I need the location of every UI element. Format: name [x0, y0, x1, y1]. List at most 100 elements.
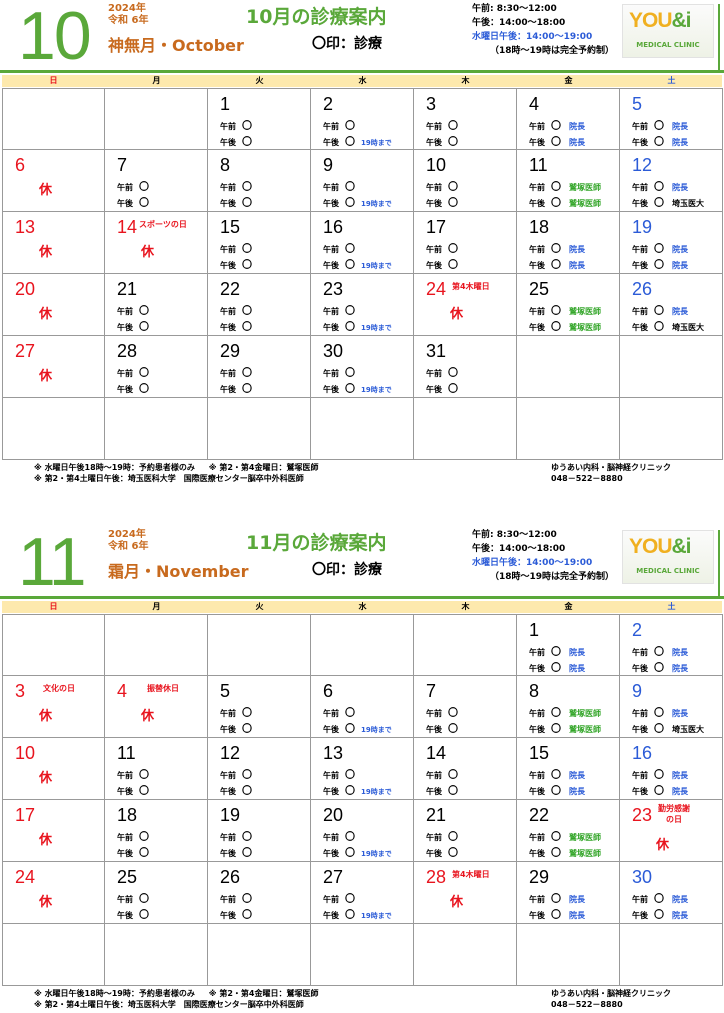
open-mark: 〇: [654, 786, 664, 797]
pm-label: 午後: [632, 261, 648, 270]
open-mark: 〇: [551, 832, 561, 843]
am-label: 午前: [220, 709, 236, 718]
am-label: 午前: [632, 307, 648, 316]
logo-mark: YOU&i: [629, 9, 692, 33]
am-label: 午前: [426, 833, 442, 842]
day-number: 11: [529, 155, 548, 175]
pm-row: 午後〇鷲塚医師: [529, 198, 601, 210]
open-mark: 〇: [139, 368, 149, 379]
am-row: 午前〇: [426, 121, 462, 133]
doctor-label: 院長: [672, 664, 688, 673]
am-row: 午前〇: [117, 832, 153, 844]
logo-mark: YOU&i: [629, 535, 692, 559]
open-mark: 〇: [139, 306, 149, 317]
empty-cell: [517, 336, 620, 398]
day-number: 13: [323, 743, 344, 763]
logo-subtitle: MEDICAL CLINIC: [636, 567, 700, 575]
open-mark: 〇: [551, 910, 561, 921]
am-label: 午前: [426, 369, 442, 378]
am-row: 午前〇院長: [632, 708, 688, 720]
open-mark: 〇: [654, 663, 664, 674]
footnote-friday: ※ 第2・第4金曜日：鷲塚医師: [208, 463, 319, 472]
am-row: 午前〇: [117, 368, 153, 380]
pm-label: 午後: [632, 664, 648, 673]
am-label: 午前: [323, 771, 339, 780]
open-mark: 〇: [448, 724, 458, 735]
open-mark: 〇: [448, 121, 458, 132]
month-name: 霜月・November: [108, 562, 249, 581]
day-number: 26: [220, 867, 241, 887]
holiday-note: 文化の日: [43, 684, 75, 693]
am-label: 午前: [220, 183, 236, 192]
closed-label: 休: [141, 245, 155, 260]
day-number: 4: [117, 681, 128, 701]
am-label: 午前: [632, 122, 648, 131]
open-mark: 〇: [654, 244, 664, 255]
month-name: 神無月・October: [108, 36, 244, 55]
pm-label: 午後: [323, 323, 339, 332]
am-label: 午前: [529, 709, 545, 718]
pm-label: 午後: [529, 261, 545, 270]
open-mark: 〇: [345, 848, 355, 859]
am-label: 午前: [323, 895, 339, 904]
doctor-label: 院長: [672, 771, 688, 780]
pm-row: 午後〇院長: [529, 260, 585, 272]
pm-row: 午後〇院長: [529, 910, 585, 922]
am-row: 午前〇: [323, 121, 359, 133]
pm-row: 午後〇院長: [632, 786, 688, 798]
pm-label: 午後: [220, 323, 236, 332]
hours-wed: 水曜日午後：14:00～19:00: [472, 32, 593, 42]
hours-note: 19時まで: [361, 788, 392, 796]
hours-reserve: （18時～19時は完全予約制）: [490, 46, 615, 56]
open-mark: 〇: [448, 786, 458, 797]
hours-note: 19時まで: [361, 262, 392, 270]
open-mark: 〇: [345, 368, 355, 379]
am-row: 午前〇: [220, 306, 256, 318]
am-row: 午前〇: [426, 708, 462, 720]
empty-cell: [414, 924, 517, 986]
open-mark: 〇: [654, 322, 664, 333]
day-number: 13: [15, 217, 36, 237]
pm-label: 午後: [220, 199, 236, 208]
day-number: 10: [426, 155, 447, 175]
pm-row: 午後〇院長: [632, 910, 688, 922]
open-mark: 〇: [345, 198, 355, 209]
hours-note: 19時まで: [361, 139, 392, 147]
pm-row: 午後〇院長: [632, 663, 688, 675]
holiday-note: 第4木曜日: [452, 870, 490, 879]
pm-label: 午後: [632, 138, 648, 147]
day-number: 12: [220, 743, 241, 763]
closed-label: 休: [141, 709, 155, 724]
open-mark: 〇: [345, 724, 355, 735]
pm-row: 午後〇: [426, 260, 462, 272]
empty-cell: [620, 336, 723, 398]
open-mark: 〇: [654, 647, 664, 658]
day-number: 21: [426, 805, 447, 825]
am-row: 午前〇: [117, 306, 153, 318]
open-mark: 〇: [139, 786, 149, 797]
open-mark: 〇: [345, 910, 355, 921]
pm-label: 午後: [323, 787, 339, 796]
pm-row: 午後〇: [220, 786, 256, 798]
header-divider: [0, 70, 724, 73]
pm-label: 午後: [426, 138, 442, 147]
header-divider-vertical: [718, 4, 720, 70]
footnotes: ※ 水曜日午後18時～19時：予約患者様のみ ※ 第2・第4金曜日：鷲塚医師 ※…: [34, 462, 318, 484]
day-number: 3: [15, 681, 26, 701]
day-number: 12: [632, 155, 653, 175]
am-row: 午前〇: [117, 182, 153, 194]
